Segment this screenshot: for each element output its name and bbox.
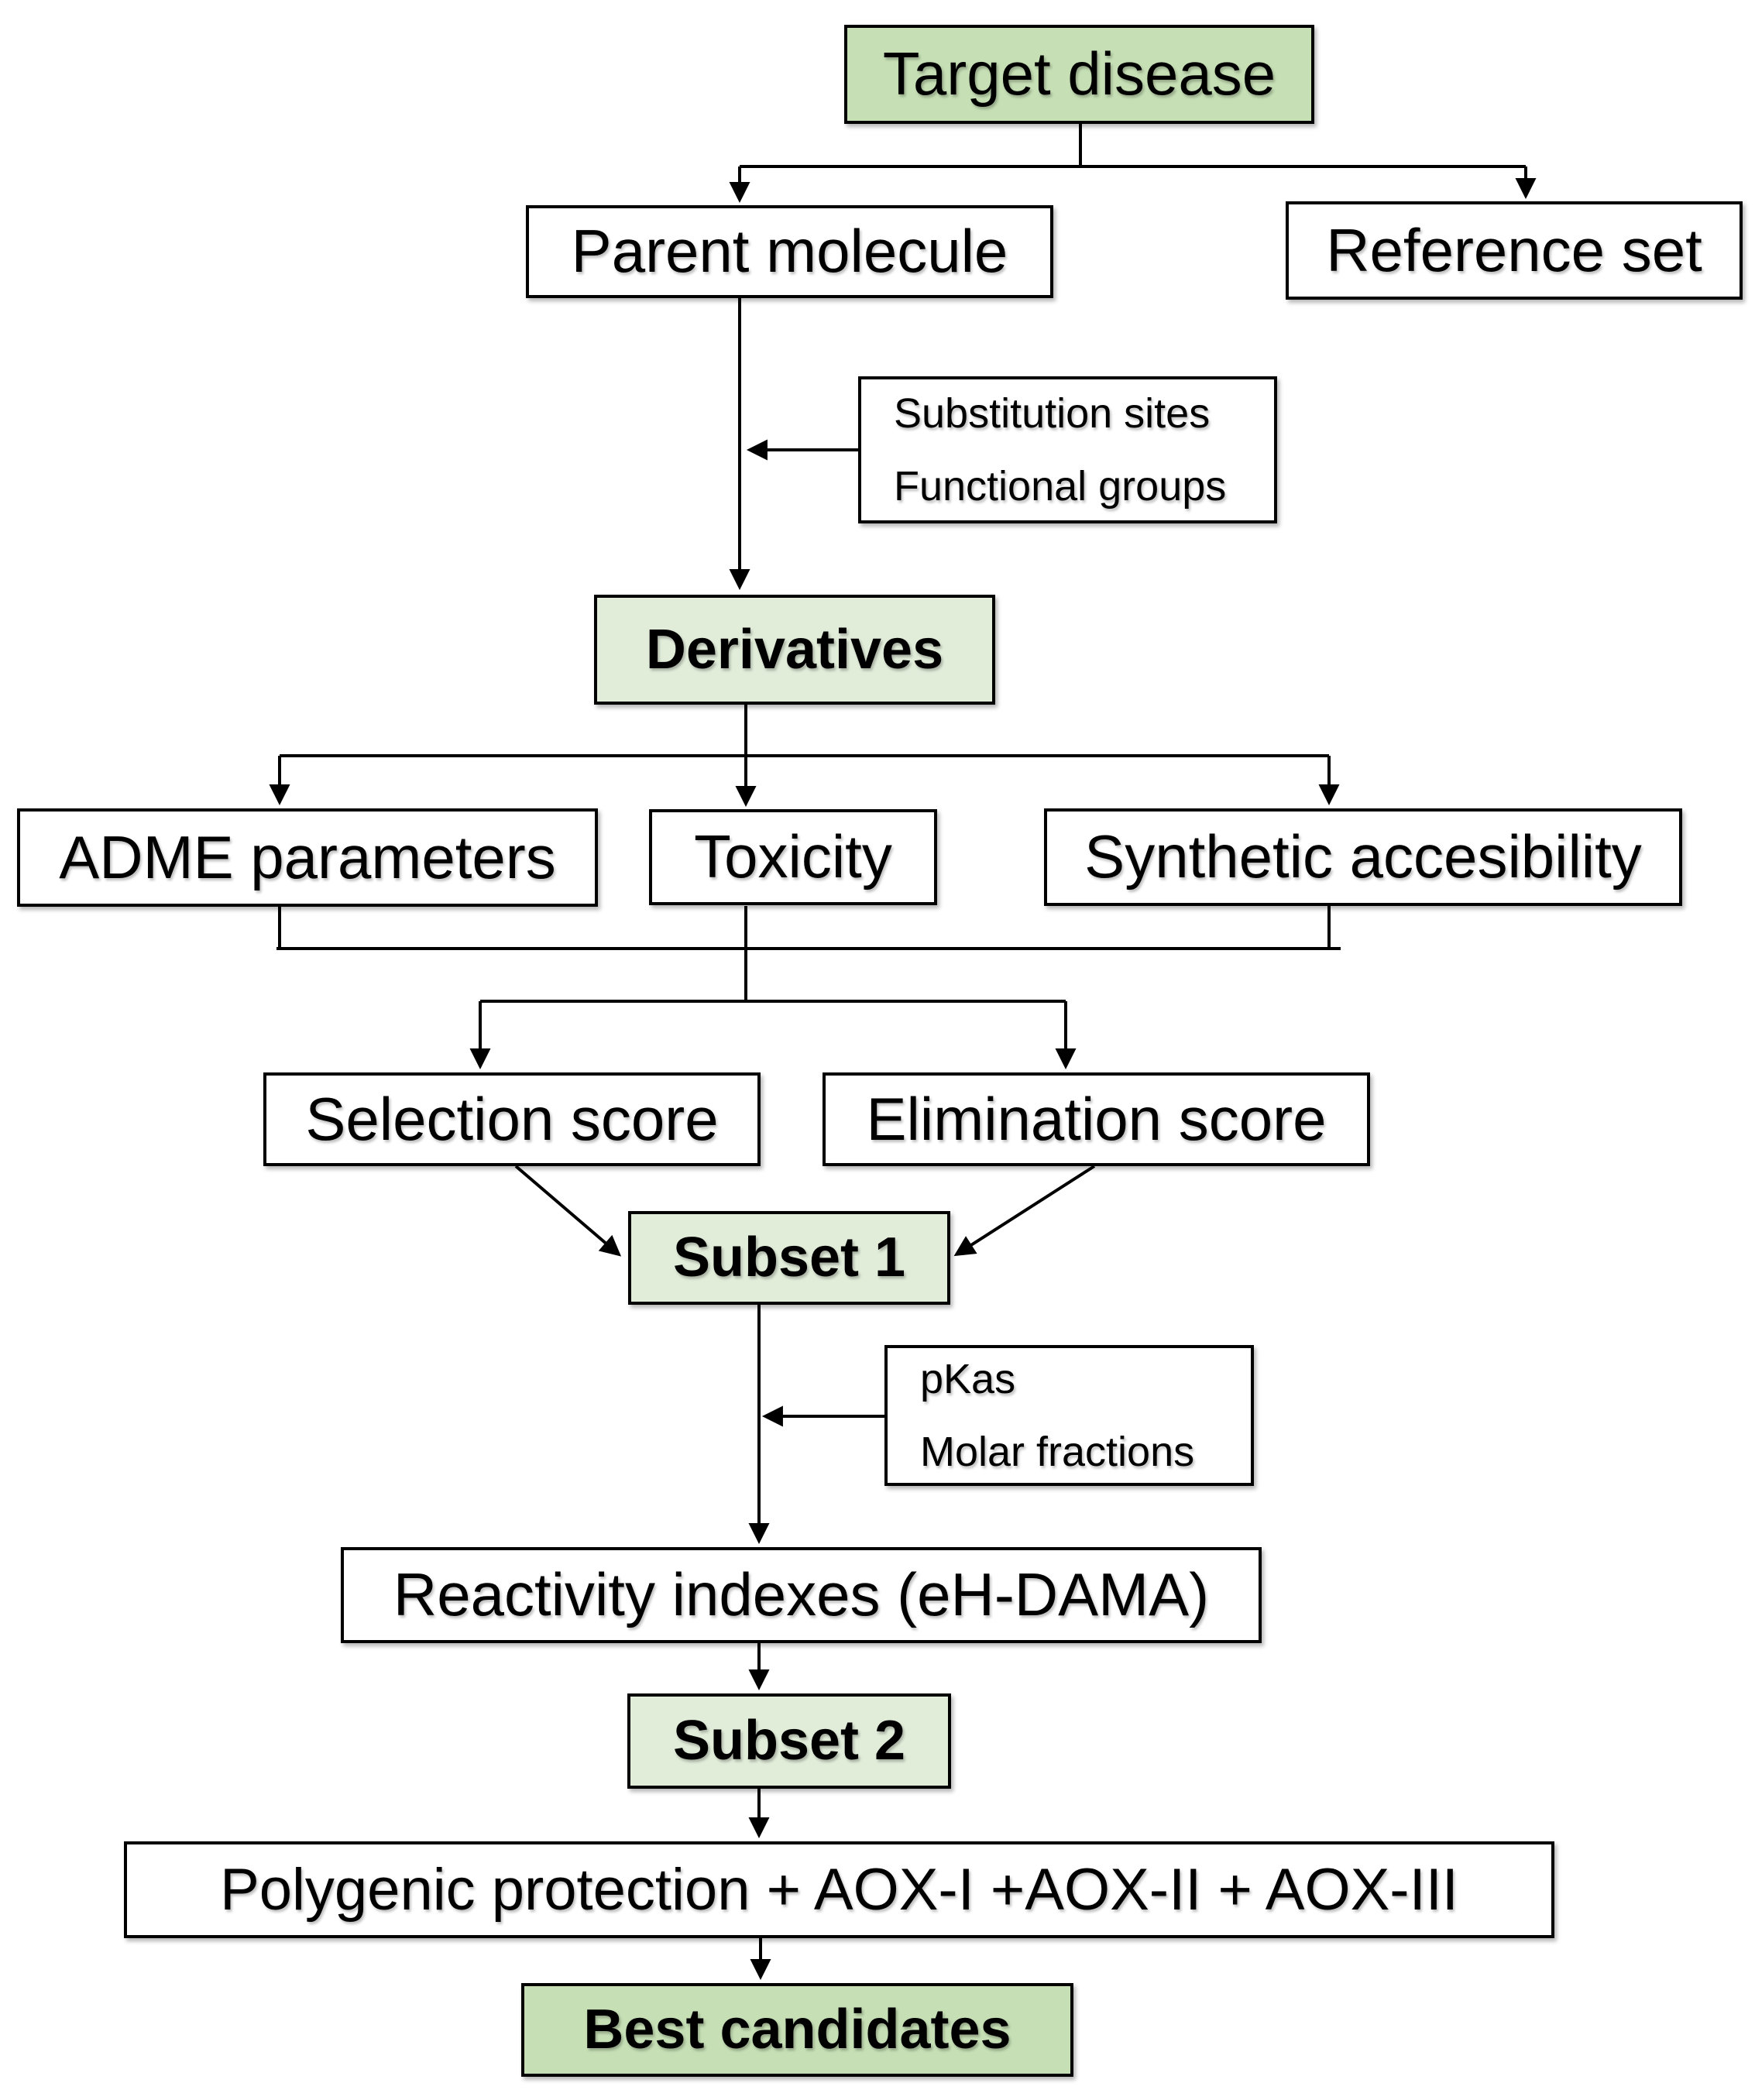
- node-label-line: pKas: [920, 1355, 1016, 1402]
- node-pkas-inputs: pKas Molar fractions: [884, 1345, 1254, 1486]
- node-substitution-inputs: Substitution sites Functional groups: [858, 376, 1277, 523]
- node-label: Elimination score: [866, 1084, 1327, 1153]
- node-label-line: Substitution sites: [894, 389, 1211, 437]
- node-synthetic-accessibility: Synthetic accesibility: [1044, 808, 1682, 906]
- flow-arrows: [269, 124, 1537, 1981]
- node-label-line: Molar fractions: [920, 1429, 1195, 1475]
- node-polygenic-protection: Polygenic protection + AOX-I +AOX-II + A…: [124, 1841, 1554, 1938]
- node-selection-score: Selection score: [263, 1072, 761, 1166]
- node-label: Synthetic accesibility: [1084, 822, 1642, 891]
- node-label: Toxicity: [694, 822, 892, 891]
- node-label: ADME parameters: [59, 822, 556, 891]
- node-label: Subset 2: [672, 1710, 906, 1772]
- node-subset-2: Subset 2: [627, 1693, 951, 1789]
- node-label: Parent molecule: [571, 217, 1008, 286]
- node-label: Selection score: [305, 1084, 719, 1153]
- node-label: Reactivity indexes (eH-DAMA): [393, 1560, 1210, 1629]
- node-derivatives: Derivatives: [594, 595, 995, 705]
- node-adme-parameters: ADME parameters: [17, 808, 598, 907]
- node-elimination-score: Elimination score: [823, 1072, 1370, 1166]
- node-target-disease: Target disease: [844, 25, 1314, 124]
- node-parent-molecule: Parent molecule: [526, 205, 1053, 298]
- node-reference-set: Reference set: [1286, 201, 1743, 300]
- node-subset-1: Subset 1: [628, 1211, 950, 1305]
- node-label: Reference set: [1326, 215, 1702, 284]
- node-label: Subset 1: [672, 1227, 906, 1289]
- node-best-candidates: Best candidates: [521, 1983, 1073, 2077]
- node-label: Best candidates: [583, 1999, 1011, 2061]
- node-reactivity-indexes: Reactivity indexes (eH-DAMA): [341, 1547, 1262, 1643]
- node-label: Target disease: [882, 39, 1276, 108]
- node-label: Polygenic protection + AOX-I +AOX-II + A…: [220, 1856, 1458, 1923]
- node-label: Derivatives: [645, 618, 944, 681]
- node-toxicity: Toxicity: [649, 809, 937, 905]
- node-label-line: Functional groups: [894, 463, 1227, 510]
